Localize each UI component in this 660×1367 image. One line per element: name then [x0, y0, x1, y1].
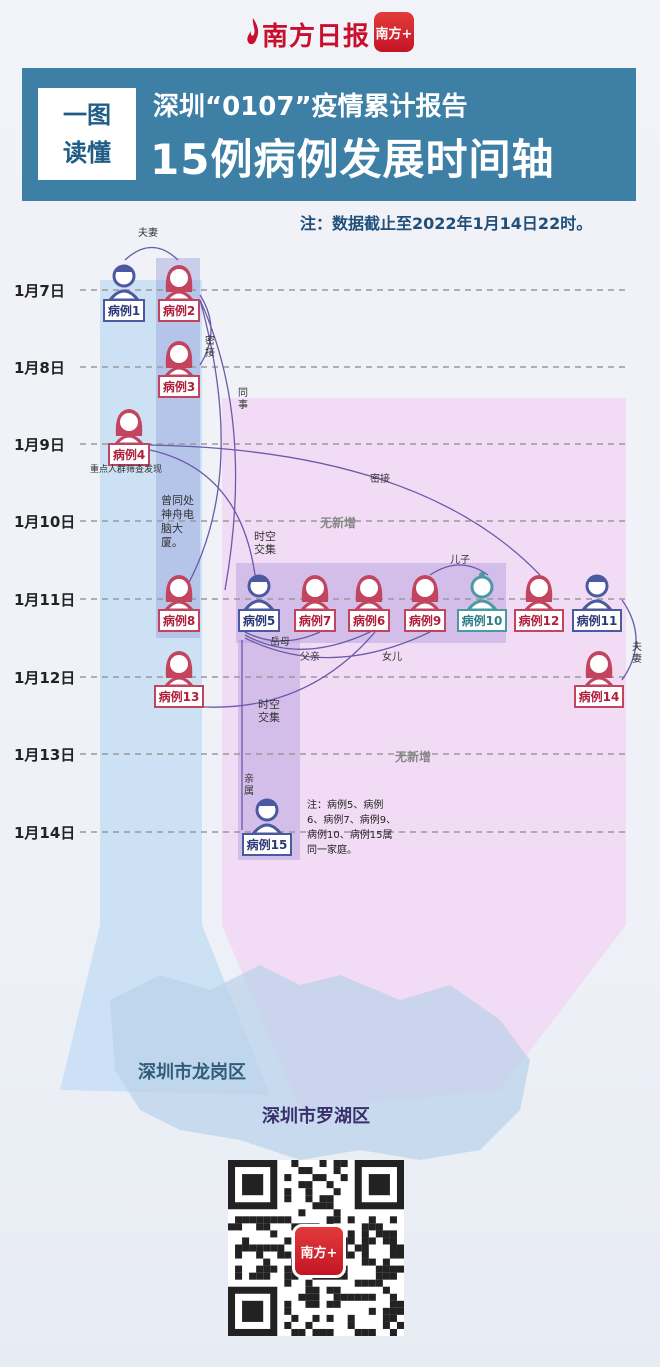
no-new-cases-0110: 无新增: [320, 516, 357, 530]
qr-code-icon: [228, 1160, 404, 1336]
relation-father: 父亲: [300, 652, 320, 663]
case-11: 病例11: [570, 572, 624, 632]
case-label: 病例4: [107, 443, 151, 466]
date-label-0113: 1月13日: [14, 746, 76, 764]
relation-son: 儿子: [450, 555, 470, 566]
case-7: 病例7: [288, 572, 342, 632]
date-label-0109: 1月9日: [14, 436, 65, 454]
district-longgang: 深圳市龙岗区: [138, 1062, 246, 1083]
case-13: 病例13: [152, 648, 206, 708]
case-label: 病例2: [157, 299, 201, 322]
child-person-icon: [466, 572, 498, 610]
case-label: 病例11: [571, 609, 623, 632]
relation-close-contact-4-12: 密接: [370, 474, 390, 485]
relation-couple-1-2: 夫妻: [138, 228, 158, 239]
badge-line-2: 读懂: [63, 139, 111, 167]
female-person-icon: [164, 341, 194, 376]
male-person-icon: [251, 798, 283, 834]
female-person-icon: [524, 575, 554, 610]
case-15: 病例15: [240, 796, 294, 856]
case-label: 病例13: [153, 685, 205, 708]
date-label-0111: 1月11日: [14, 591, 76, 609]
case-label: 病例5: [237, 609, 281, 632]
badge-line-1: 一图: [63, 101, 111, 129]
qr-center-logo: 南方+: [292, 1224, 346, 1278]
relation-mother-in-law: 岳母: [270, 637, 290, 648]
relation-links: [124, 247, 637, 830]
case-label: 病例14: [573, 685, 625, 708]
case-4: 病例4: [102, 406, 156, 466]
case-12: 病例12: [512, 572, 566, 632]
case-2: 病例2: [152, 262, 206, 322]
case-label: 病例3: [157, 375, 201, 398]
relation-colleague: 同事: [238, 388, 248, 411]
case-label: 病例7: [293, 609, 337, 632]
male-person-icon: [243, 574, 275, 610]
date-label-0107: 1月7日: [14, 282, 65, 300]
female-person-icon: [300, 575, 330, 610]
case-label: 病例9: [403, 609, 447, 632]
case-9: 病例9: [398, 572, 452, 632]
case-3: 病例3: [152, 338, 206, 398]
title-badge: 一图 读懂: [38, 88, 136, 180]
shenzhen-map: [110, 965, 530, 1160]
relation-same-building: 曾同处神舟电脑大厦。: [161, 494, 194, 549]
case-6: 病例6: [342, 572, 396, 632]
case-1: 病例1: [97, 262, 151, 322]
female-person-icon: [164, 265, 194, 300]
data-cutoff-note: 注：数据截止至2022年1月14日22时。: [300, 214, 593, 233]
case-label: 病例1: [102, 299, 146, 322]
brand-name: 南方日报: [262, 22, 371, 52]
relation-spacetime-2: 时空交集: [258, 698, 280, 724]
family-note: 注：病例5、病例6、病例7、病例9、病例10、病例15属同一家庭。: [307, 800, 397, 856]
female-person-icon: [354, 575, 384, 610]
page-subtitle: 深圳“0107”疫情累计报告: [153, 92, 468, 122]
male-person-icon: [581, 574, 613, 610]
female-person-icon: [114, 409, 144, 444]
relation-daughter: 女儿: [382, 652, 402, 663]
relation-relative: 亲属: [244, 774, 254, 797]
case-label: 病例6: [347, 609, 391, 632]
flame-logo-icon: [247, 18, 259, 45]
date-label-0114: 1月14日: [14, 824, 76, 842]
female-person-icon: [164, 575, 194, 610]
date-label-0112: 1月12日: [14, 669, 76, 687]
relation-close-contact-2-3: 密接: [205, 336, 215, 359]
relation-couple-11-14: 夫妻: [632, 642, 642, 665]
female-person-icon: [584, 651, 614, 686]
case-14: 病例14: [572, 648, 626, 708]
case-label: 病例8: [157, 609, 201, 632]
case-label: 病例12: [513, 609, 565, 632]
district-luohu: 深圳市罗湖区: [262, 1106, 370, 1127]
case-10: 病例10: [455, 572, 509, 632]
case-5: 病例5: [232, 572, 286, 632]
female-person-icon: [164, 651, 194, 686]
male-person-icon: [108, 264, 140, 300]
app-logo: 南方+: [374, 12, 414, 52]
case-8: 病例8: [152, 572, 206, 632]
case-label: 病例10: [456, 609, 508, 632]
date-label-0108: 1月8日: [14, 359, 65, 377]
date-label-0110: 1月10日: [14, 513, 76, 531]
female-person-icon: [410, 575, 440, 610]
page-title: 15例病例发展时间轴: [150, 135, 555, 184]
relation-screening-4: 重点人群筛查发现: [90, 465, 163, 475]
no-new-cases-0113: 无新增: [395, 750, 432, 764]
relation-spacetime-1: 时空交集: [254, 530, 276, 556]
case-label: 病例15: [241, 833, 293, 856]
